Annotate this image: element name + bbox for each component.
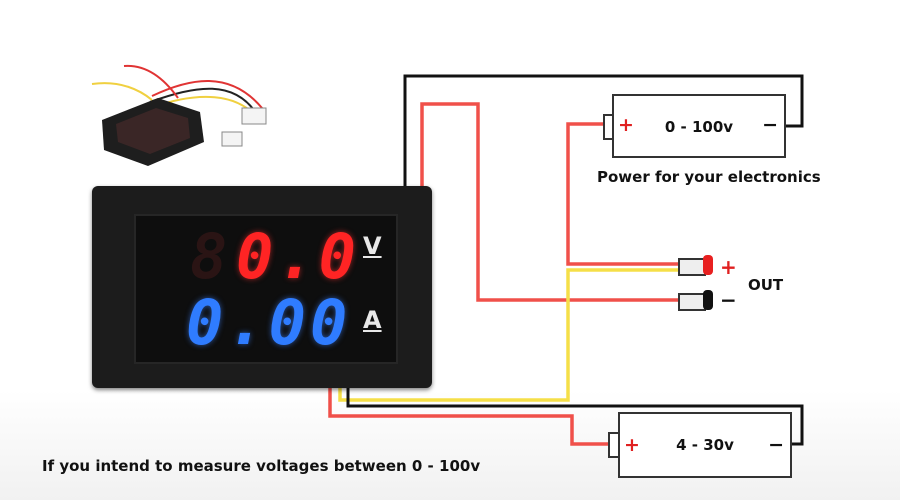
bottom-battery-plus: + xyxy=(624,434,640,456)
current-reading: 0.00 xyxy=(186,286,352,359)
bottom-battery-minus: − xyxy=(768,434,784,456)
black-wire-bottom xyxy=(346,388,804,446)
out-negative-cap xyxy=(703,290,713,310)
bottom-battery-label: 4 - 30v xyxy=(676,436,734,454)
current-unit: A xyxy=(363,306,382,334)
meter-display-window xyxy=(134,214,398,364)
out-positive-cap xyxy=(703,255,713,275)
red-wire-bottom xyxy=(328,388,614,446)
caption: If you intend to measure voltages betwee… xyxy=(42,457,481,475)
out-positive-terminal xyxy=(678,258,706,276)
out-negative-terminal xyxy=(678,293,706,311)
voltage-unit: V xyxy=(363,232,382,260)
top-battery-plus: + xyxy=(618,114,634,136)
out-minus-sign: − xyxy=(720,288,737,312)
voltmeter-ammeter-panel xyxy=(92,186,432,388)
red-wire-out-negative xyxy=(420,102,680,302)
black-wire-top xyxy=(403,74,804,188)
out-plus-sign: + xyxy=(720,255,737,279)
voltage-reading: 0.0 xyxy=(236,220,360,293)
module-thumbnail xyxy=(91,64,267,166)
yellow-wire xyxy=(338,268,680,402)
power-caption: Power for your electronics xyxy=(597,168,821,186)
top-battery: + 0 - 100v − xyxy=(612,94,786,158)
top-battery-label: 0 - 100v xyxy=(664,118,734,136)
red-wire-out-positive xyxy=(566,122,680,266)
bottom-battery: + 4 - 30v − xyxy=(618,412,792,478)
unlit-digit: 8 xyxy=(190,220,232,293)
top-battery-minus: − xyxy=(762,114,778,136)
out-label: OUT xyxy=(748,276,784,294)
